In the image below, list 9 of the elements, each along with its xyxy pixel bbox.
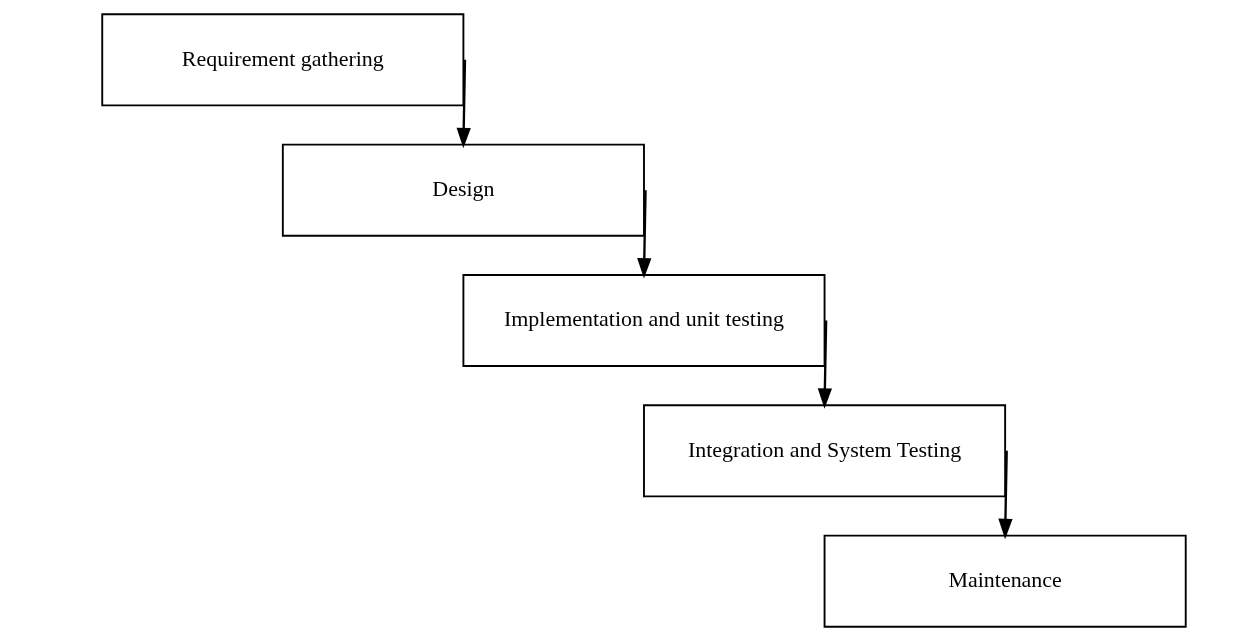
node-box: Implementation and unit testing bbox=[462, 274, 826, 367]
node-box: Design bbox=[281, 143, 645, 237]
arrow bbox=[998, 450, 1013, 540]
arrow bbox=[817, 320, 833, 409]
node-box: Maintenance bbox=[823, 534, 1187, 628]
arrow bbox=[456, 59, 471, 149]
node-box: Requirement gathering bbox=[101, 13, 465, 107]
node-box: Integration and System Testing bbox=[643, 404, 1007, 498]
arrow bbox=[637, 190, 652, 279]
